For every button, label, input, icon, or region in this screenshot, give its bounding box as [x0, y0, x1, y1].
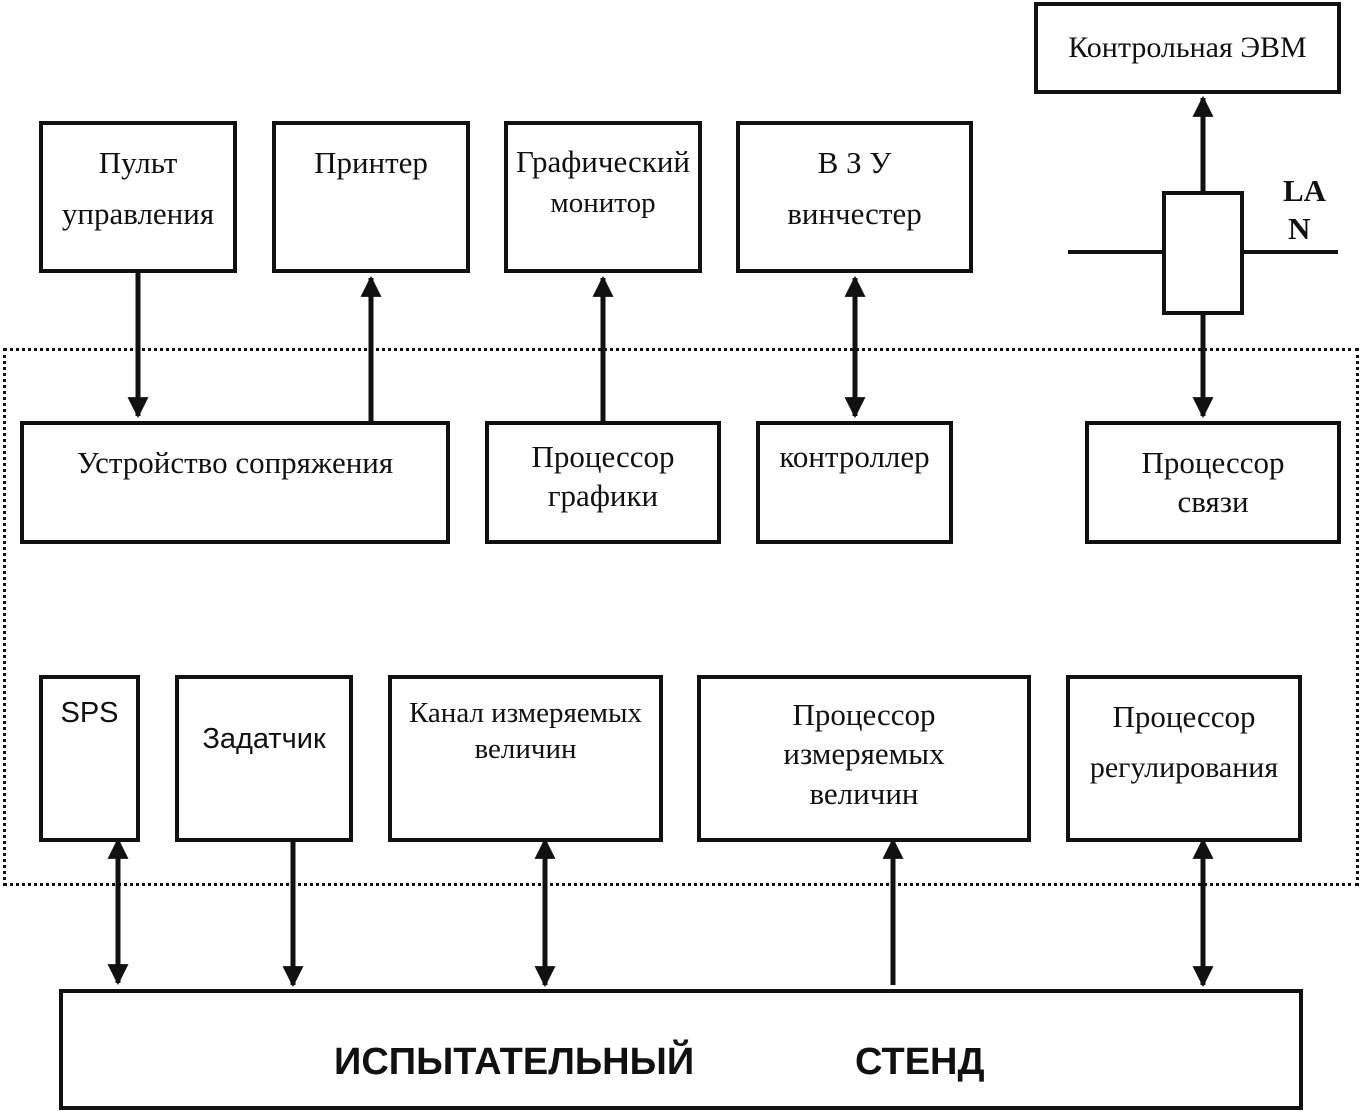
printer-label: Принтер [314, 145, 428, 180]
test-stand-label-2: СТЕНД [855, 1041, 985, 1083]
measurement-channel-label-1: Канал измеряемых [408, 697, 643, 729]
regulation-processor-block: Процессор регулирования [1066, 675, 1302, 842]
control-panel-block: Пульт управления [39, 121, 237, 273]
test-stand-block: ИСПЫТАТЕЛЬНЫЙ СТЕНД [59, 989, 1303, 1110]
comm-processor-block: Процессор связи [1085, 421, 1341, 544]
graphics-processor-block: Процессор графики [485, 421, 721, 544]
measurement-processor-label-2: измеряемых [783, 736, 945, 771]
measurement-channel-label-2: величин [474, 733, 577, 765]
controller-label: контроллер [779, 439, 930, 474]
test-stand-label-1: ИСПЫТАТЕЛЬНЫЙ [334, 1041, 695, 1083]
hdd-block: В З У винчестер [736, 121, 973, 273]
controller-block: контроллер [756, 421, 953, 544]
comm-processor-label-2: связи [1177, 484, 1249, 519]
sps-label: SPS [60, 697, 119, 729]
graphic-monitor-block: Графический монитор [504, 121, 702, 273]
lan-adapter-block [1162, 191, 1244, 315]
control-panel-label-1: Пульт [98, 145, 178, 180]
control-panel-label-2: управления [61, 196, 215, 231]
lan-label-2: N [1288, 211, 1311, 246]
printer-block: Принтер [272, 121, 470, 273]
regulation-processor-label-1: Процессор [1112, 699, 1256, 734]
graphics-processor-label-1: Процессор [531, 439, 675, 474]
sps-block: SPS [39, 675, 140, 842]
lan-label-1: LA [1283, 173, 1327, 208]
comm-processor-label-1: Процессор [1141, 445, 1285, 480]
computer-boundary [3, 348, 1359, 886]
setpoint-block: Задатчик [175, 675, 353, 842]
interface-device-label: Устройство сопряжения [76, 445, 394, 480]
graphic-monitor-label-2: монитор [550, 187, 656, 219]
measurement-processor-block: Процессор измеряемых величин [697, 675, 1031, 842]
control-computer-label: Контрольная ЭВМ [1068, 31, 1307, 64]
measurement-channel-block: Канал измеряемых величин [388, 675, 663, 842]
graphics-processor-label-2: графики [547, 478, 659, 513]
measurement-processor-label-3: величин [809, 776, 919, 811]
measurement-processor-label-1: Процессор [792, 697, 936, 732]
graphic-monitor-label-1: Графический [515, 144, 691, 179]
regulation-processor-label-2: регулирования [1089, 751, 1279, 784]
setpoint-label: Задатчик [202, 723, 326, 755]
hdd-label-1: В З У [817, 145, 892, 180]
interface-device-block: Устройство сопряжения [20, 421, 450, 544]
hdd-label-2: винчестер [787, 196, 922, 231]
control-computer-block: Контрольная ЭВМ [1034, 2, 1341, 94]
